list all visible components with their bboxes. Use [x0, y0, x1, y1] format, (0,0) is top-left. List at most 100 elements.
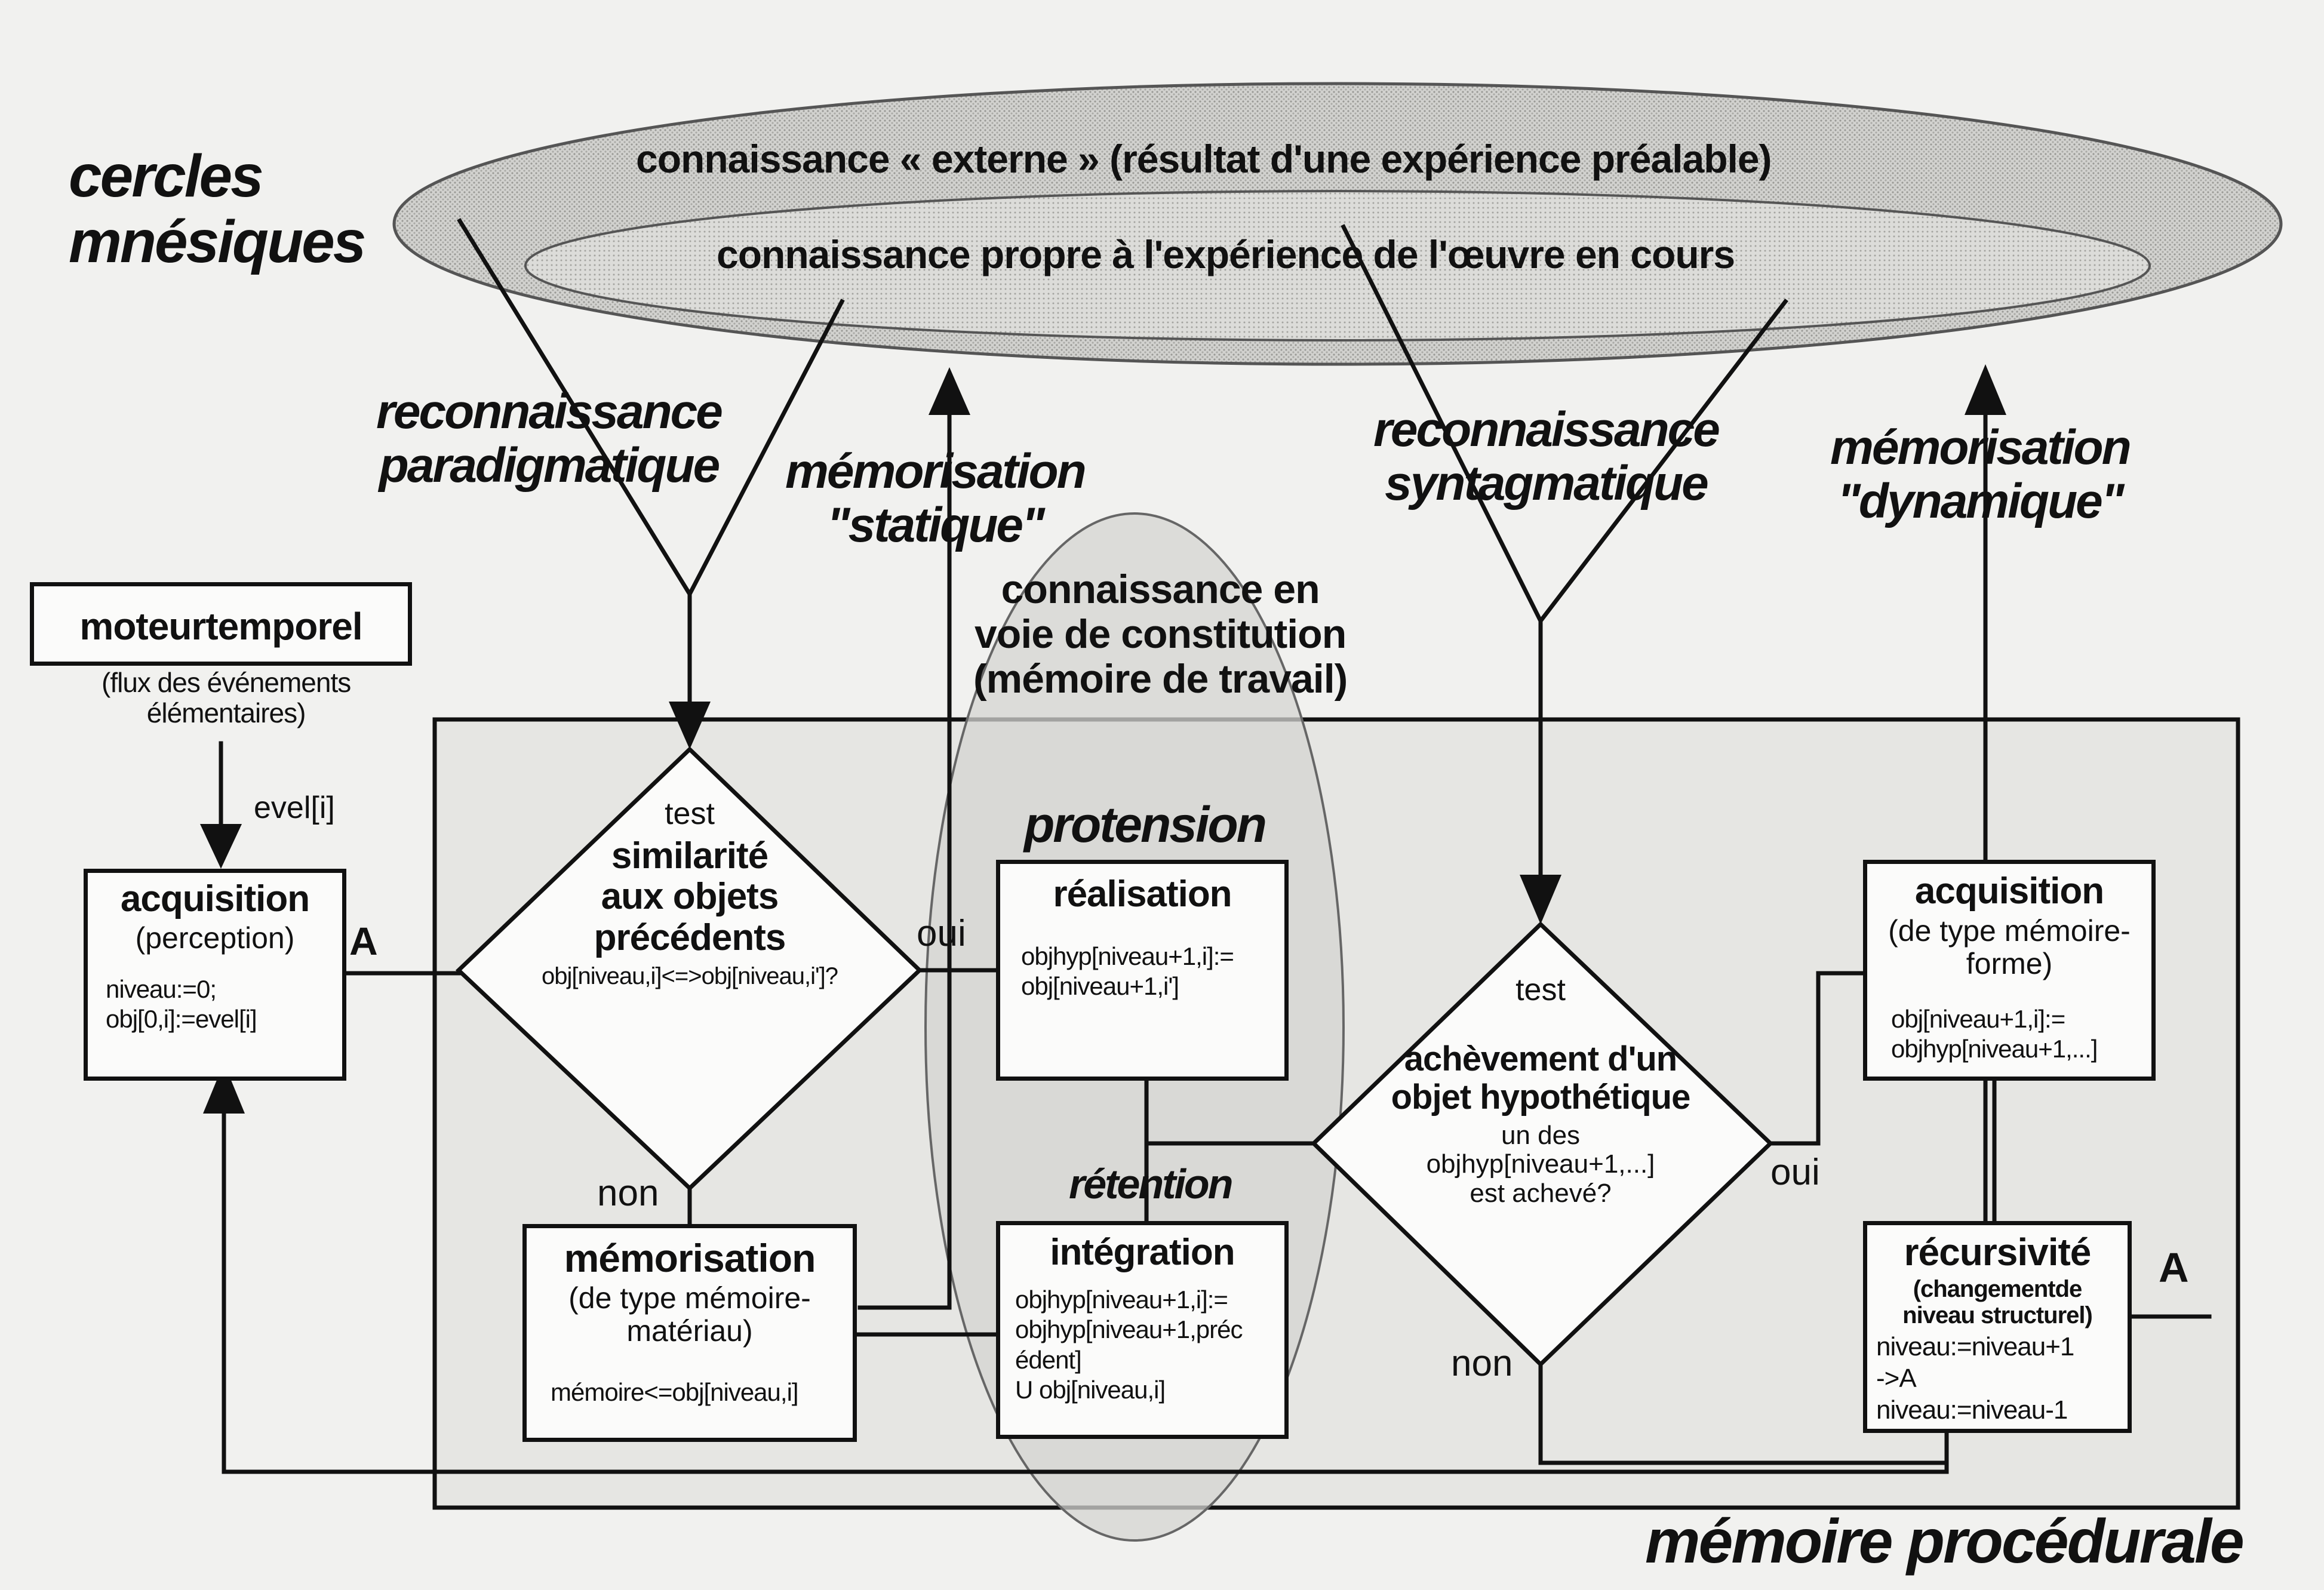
outer-knowledge-text: connaissance « externe » (résultat d'une…: [636, 137, 1772, 181]
memo-statique-label: mémorisation "statique": [785, 444, 1087, 553]
recursivite-box: récursivité (changementde niveau structu…: [1863, 1221, 2132, 1433]
recursivite-title: récursivité: [1904, 1231, 2092, 1274]
test1-diamond: [455, 746, 923, 1191]
acquisition-code-line1: niveau:=0;: [106, 975, 217, 1003]
test1-title-line3: précédents: [594, 917, 786, 958]
moteur-note-line1: (flux des événements: [102, 667, 351, 698]
test1-content: test similarité aux objets précédents ob…: [511, 796, 869, 989]
protension-label: protension: [1024, 796, 1267, 853]
recursivite-code-line1: niveau:=niveau+1: [1876, 1332, 2074, 1361]
integration-code-line4: U obj[niveau,i]: [1015, 1376, 1166, 1404]
connaissance-voie-line1: connaissance en: [1001, 567, 1320, 612]
test1-title-line2: aux objets: [601, 876, 779, 918]
realisation-code-line1: objhyp[niveau+1,i]:=: [1021, 942, 1234, 970]
recursivite-code-line3: niveau:=niveau-1: [1876, 1395, 2068, 1425]
realisation-code: objhyp[niveau+1,i]:= obj[niveau+1,i']: [1021, 942, 1234, 1002]
memorisation-title: mémorisation: [564, 1236, 816, 1280]
inner-knowledge-ellipse: [524, 190, 2151, 342]
connaissance-voie-line3: (mémoire de travail): [973, 656, 1348, 702]
test2-title-line2: objet hypothétique: [1391, 1077, 1691, 1117]
memorisation-sub-line1: (de type mémoire-: [568, 1281, 811, 1315]
connaissance-voie-label: connaissance en voie de constitution (mé…: [973, 567, 1348, 702]
memorisation-sub-line2: matériau): [626, 1314, 753, 1348]
test2-sub-line1: un des: [1501, 1120, 1581, 1150]
memo-dynamique-label: mémorisation "dynamique": [1830, 420, 2132, 529]
return-loop: [222, 1105, 1949, 1474]
realisation-code-line2: obj[niveau+1,i']: [1021, 972, 1179, 1001]
acquisition2-sub: (de type mémoire- forme): [1867, 915, 2151, 980]
test2-title-line1: achèvement d'un: [1404, 1040, 1677, 1079]
test1-expr: obj[niveau,i]<=>obj[niveau,i']?: [542, 962, 838, 989]
memoire-procedurale-label: mémoire procédurale: [1645, 1507, 2245, 1576]
acquisition-sub: (perception): [135, 921, 295, 955]
recursivite-sub-line1: (changementde: [1913, 1276, 2083, 1302]
memo-statique-line2: "statique": [826, 498, 1045, 553]
reco-paradigm-line1: reconnaissance: [376, 385, 723, 439]
acquisition-code: niveau:=0; obj[0,i]:=evel[i]: [106, 974, 257, 1035]
moteur-note: (flux des événements élémentaires): [102, 668, 351, 728]
integration-code-line3: édent]: [1015, 1345, 1082, 1374]
arrowhead: [1965, 364, 2006, 415]
memo-dynamique-line1: mémorisation: [1830, 420, 2132, 475]
integration-title: intégration: [1050, 1232, 1235, 1273]
retention-label: rétention: [1069, 1161, 1233, 1207]
cercles-line1: cercles: [69, 143, 264, 210]
inner-knowledge-text: connaissance propre à l'expérience de l'…: [717, 232, 1735, 276]
label-a-left: A: [349, 919, 378, 963]
memorisation-code: mémoire<=obj[niveau,i]: [551, 1378, 799, 1406]
realisation-box: réalisation objhyp[niveau+1,i]:= obj[niv…: [996, 860, 1289, 1081]
acquisition2-code: obj[niveau+1,i]:= objhyp[niveau+1,...]: [1891, 1004, 2098, 1065]
acquisition-code-line2: obj[0,i]:=evel[i]: [106, 1005, 257, 1034]
memo-dynamique-line2: "dynamique": [1837, 474, 2125, 529]
label-a-right: A: [2159, 1244, 2189, 1291]
test1-head: test: [665, 796, 715, 831]
arrowhead: [1520, 875, 1561, 924]
reco-syntagm-label: reconnaissance syntagmatique: [1373, 402, 1720, 511]
acquisition2-code-line1: obj[niveau+1,i]:=: [1891, 1005, 2065, 1033]
moteur-note-line2: élémentaires): [146, 697, 306, 728]
recursivite-code: niveau:=niveau+1 ->A niveau:=niveau-1: [1876, 1331, 2074, 1426]
memo-statique-line1: mémorisation: [785, 444, 1087, 499]
reco-paradigm-line2: paradigmatique: [379, 438, 721, 493]
reco-syntagm-line2: syntagmatique: [1385, 456, 1709, 511]
acquisition2-box: acquisition (de type mémoire- forme) obj…: [1863, 860, 2156, 1081]
cercles-title: cercles mnésiques: [69, 143, 366, 275]
test2-sub-line2: objhyp[niveau+1,...]: [1426, 1149, 1655, 1179]
moteur-box: moteurtemporel: [30, 582, 412, 666]
memorisation-sub: (de type mémoire- matériau): [527, 1282, 853, 1348]
reco-paradigm-label: reconnaissance paradigmatique: [376, 385, 723, 493]
arrowhead: [200, 824, 242, 869]
integration-box: intégration objhyp[niveau+1,i]:= objhyp[…: [996, 1221, 1289, 1439]
non2-label: non: [1451, 1343, 1513, 1384]
acquisition-box: acquisition (perception) niveau:=0; obj[…: [84, 869, 346, 1081]
acquisition2-sub-line2: forme): [1966, 947, 2053, 980]
test2-sub-line3: est achevé?: [1470, 1178, 1612, 1208]
realisation-title: réalisation: [1053, 874, 1232, 915]
arrowhead: [203, 1063, 245, 1114]
test2-head: test: [1515, 973, 1566, 1007]
evel-label: evel[i]: [254, 791, 335, 825]
test1-title-line1: similarité: [611, 835, 768, 877]
connaissance-voie-line2: voie de constitution: [974, 611, 1347, 657]
arrowhead: [929, 367, 970, 415]
recursivite-sub: (changementde niveau structurel): [1867, 1276, 2128, 1328]
arrowhead: [669, 702, 711, 749]
integration-code-line2: objhyp[niveau+1,préc: [1015, 1315, 1243, 1344]
recursivite-sub-line2: niveau structurel): [1902, 1302, 2093, 1328]
acquisition2-code-line2: objhyp[niveau+1,...]: [1891, 1035, 2098, 1063]
recursivite-code-line2: ->A: [1876, 1363, 1917, 1393]
reco-syntagm-line1: reconnaissance: [1373, 402, 1720, 457]
test2-diamond: [1310, 921, 1774, 1367]
memorisation-box: mémorisation (de type mémoire- matériau)…: [522, 1224, 857, 1442]
oui1-label: oui: [917, 913, 966, 954]
non1-label: non: [597, 1173, 659, 1214]
acquisition2-title: acquisition: [1914, 871, 2104, 912]
test2-content: test achèvement d'un objet hypothétique …: [1361, 973, 1720, 1208]
integration-code: objhyp[niveau+1,i]:= objhyp[niveau+1,pré…: [1015, 1285, 1243, 1406]
static-memo-line: [857, 407, 952, 1310]
acquisition2-sub-line1: (de type mémoire-: [1888, 914, 2131, 948]
integration-code-line1: objhyp[niveau+1,i]:=: [1015, 1285, 1228, 1314]
acquisition-title: acquisition: [120, 878, 310, 919]
oui2-label: oui: [1770, 1152, 1820, 1193]
cercles-line2: mnésiques: [69, 208, 366, 275]
